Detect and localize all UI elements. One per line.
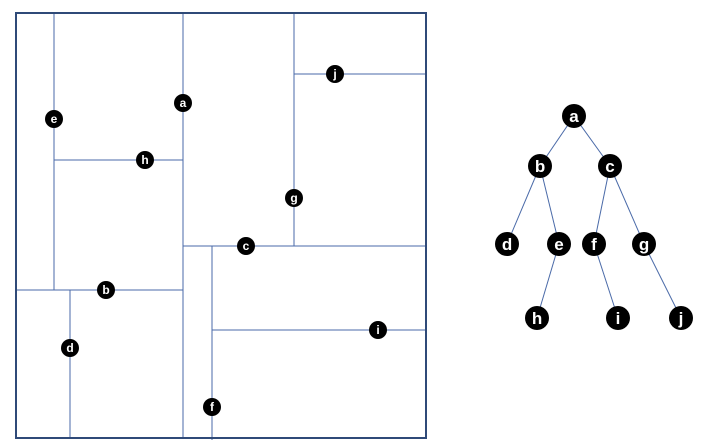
point-d: d — [61, 339, 79, 357]
tree-node-j: j — [669, 306, 693, 330]
svg-text:e: e — [554, 235, 563, 254]
point-f: f — [203, 398, 221, 416]
partition-frame — [15, 12, 427, 439]
tree-node-h: h — [525, 306, 549, 330]
svg-text:d: d — [502, 235, 512, 254]
point-i: i — [369, 321, 387, 339]
tree-edge-b-d — [506, 165, 541, 245]
svg-text:i: i — [376, 323, 379, 337]
tree-node-g: g — [632, 232, 656, 256]
kd-tree: a b c d e f g h i j — [495, 104, 693, 330]
tree-edges — [506, 115, 682, 319]
tree-edge-f-i — [593, 243, 619, 319]
svg-text:i: i — [616, 309, 621, 328]
point-b: b — [97, 281, 115, 299]
svg-text:a: a — [180, 96, 187, 110]
point-g: g — [285, 189, 303, 207]
svg-text:b: b — [535, 157, 545, 176]
point-a: a — [174, 94, 192, 112]
space-partition: a b c d e f g h i j — [15, 12, 427, 440]
tree-node-b: b — [528, 154, 552, 178]
point-c: c — [237, 237, 255, 255]
svg-text:a: a — [569, 107, 579, 126]
svg-text:j: j — [332, 67, 336, 81]
svg-text:g: g — [639, 235, 649, 254]
svg-text:f: f — [210, 400, 215, 414]
tree-node-i: i — [606, 306, 630, 330]
tree-node-e: e — [547, 232, 571, 256]
tree-node-f: f — [582, 232, 606, 256]
svg-text:b: b — [102, 283, 109, 297]
svg-text:d: d — [66, 341, 73, 355]
svg-text:f: f — [591, 235, 597, 254]
tree-edge-c-g — [609, 165, 645, 245]
svg-text:c: c — [243, 239, 250, 253]
tree-edge-e-h — [536, 243, 560, 319]
tree-edge-g-j — [643, 243, 682, 319]
tree-node-a: a — [562, 104, 586, 128]
tree-node-d: d — [495, 232, 519, 256]
svg-text:j: j — [678, 309, 684, 328]
tree-node-c: c — [598, 154, 622, 178]
svg-text:g: g — [290, 191, 297, 205]
point-j: j — [326, 65, 344, 83]
tree-edge-c-f — [593, 165, 611, 245]
point-h: h — [136, 151, 154, 169]
svg-text:e: e — [51, 112, 58, 126]
point-e: e — [45, 110, 63, 128]
svg-text:h: h — [532, 309, 542, 328]
svg-text:h: h — [141, 153, 148, 167]
tree-edge-b-e — [539, 165, 560, 245]
svg-text:c: c — [605, 157, 614, 176]
